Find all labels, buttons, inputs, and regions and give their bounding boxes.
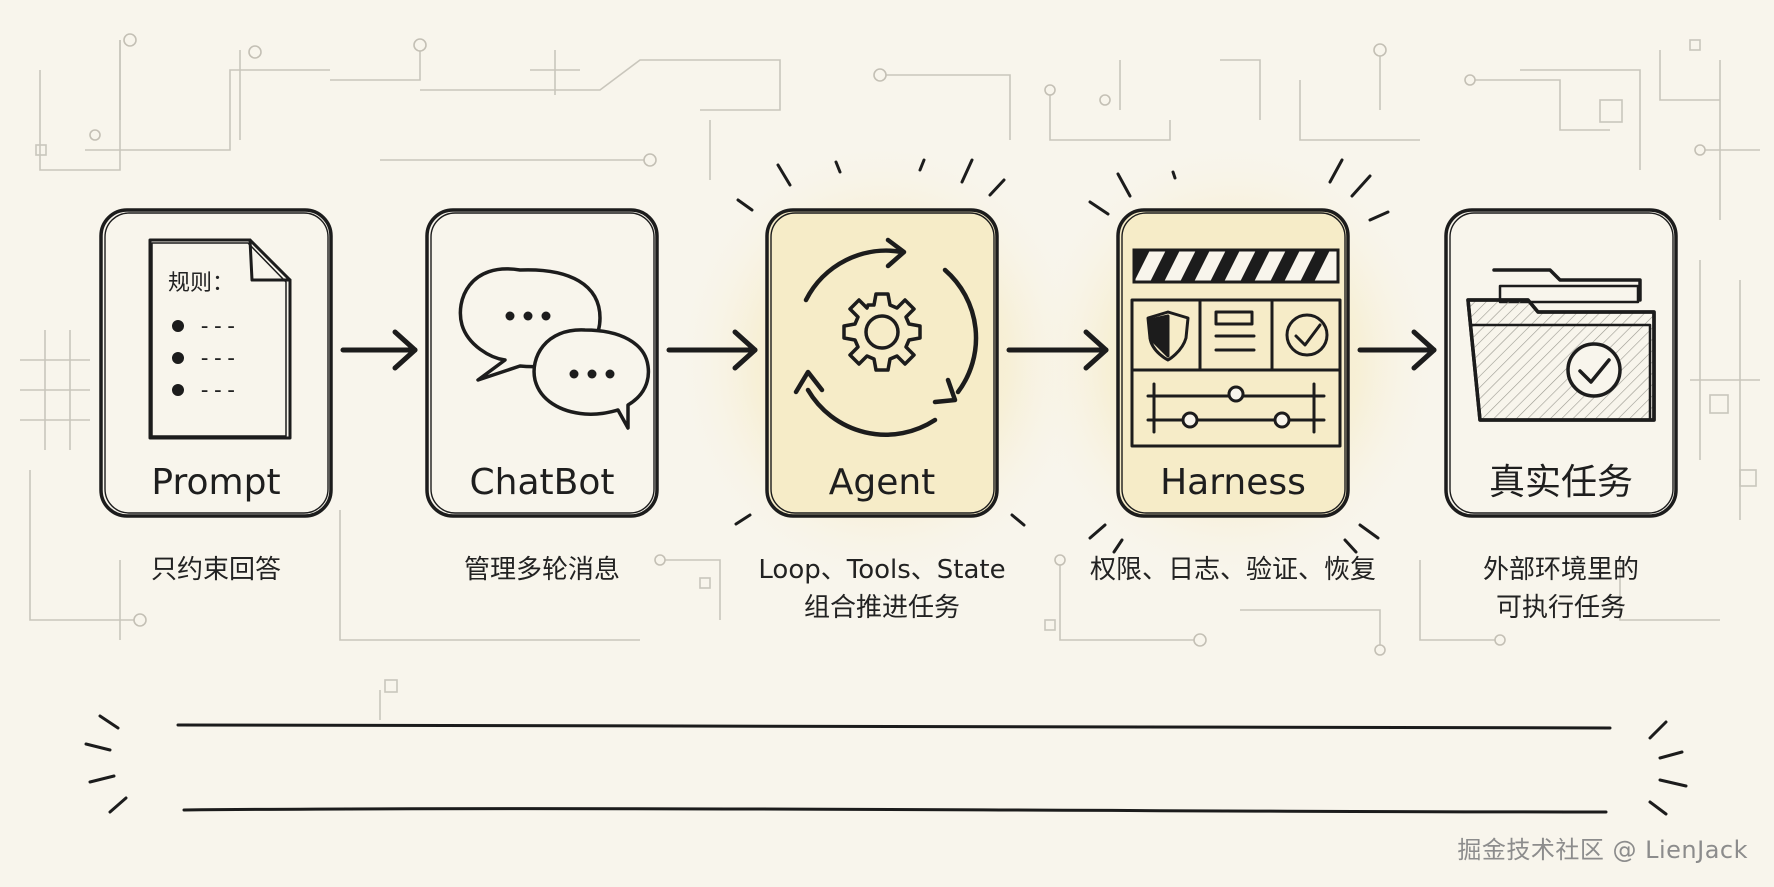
card-frame-sketch bbox=[1449, 212, 1674, 514]
agent-sparkles bbox=[734, 158, 1026, 527]
prompt-doc-bullet: --- bbox=[198, 378, 238, 403]
prompt-doc-bullet: --- bbox=[198, 346, 238, 371]
stage-desc-task: 可执行任务 bbox=[1496, 593, 1626, 623]
gear-cycle-icon bbox=[793, 237, 979, 437]
harness-sparkles bbox=[1088, 158, 1390, 554]
card-frame-sketch bbox=[1121, 212, 1346, 514]
card-frame-sketch bbox=[104, 212, 329, 514]
stage-title-agent: Agent bbox=[829, 462, 936, 503]
bottom-banner bbox=[84, 714, 1688, 816]
flow-arrow bbox=[1357, 329, 1437, 371]
stage-desc-agent: Loop、Tools、State bbox=[758, 555, 1005, 585]
card-frame-sketch bbox=[430, 212, 655, 514]
card-frame bbox=[1116, 208, 1350, 518]
stage-desc-task: 外部环境里的 bbox=[1483, 555, 1639, 585]
document-icon bbox=[148, 238, 292, 440]
flow-arrow bbox=[340, 329, 418, 371]
card-frame bbox=[765, 208, 999, 518]
stage-card-harness: Harness 权限、日志、验证、恢复 bbox=[1090, 208, 1376, 585]
stage-desc-harness: 权限、日志、验证、恢复 bbox=[1090, 555, 1376, 585]
flow-arrows bbox=[340, 329, 1437, 371]
stage-desc-agent: 组合推进任务 bbox=[804, 593, 960, 623]
chat-dots bbox=[505, 311, 615, 379]
card-frame-sketch bbox=[770, 212, 995, 514]
gear-icon bbox=[842, 292, 922, 372]
watermark: 掘金技术社区 @ LienJack bbox=[1457, 836, 1748, 864]
stage-desc-prompt: 只约束回答 bbox=[151, 555, 281, 585]
stage-desc-chatbot: 管理多轮消息 bbox=[464, 555, 620, 585]
flow-arrow bbox=[666, 329, 758, 371]
prompt-doc-bullet: --- bbox=[198, 314, 238, 339]
stage-title-prompt: Prompt bbox=[151, 462, 280, 503]
stage-title-harness: Harness bbox=[1160, 462, 1306, 503]
prompt-doc-heading: 规则： bbox=[168, 271, 234, 296]
folder-check-icon bbox=[1466, 268, 1656, 422]
stage-title-task: 真实任务 bbox=[1489, 462, 1633, 503]
chat-bubbles-icon bbox=[458, 267, 651, 430]
control-panel-icon bbox=[1130, 248, 1342, 448]
flow-arrow bbox=[1006, 329, 1109, 371]
stage-title-chatbot: ChatBot bbox=[470, 462, 615, 503]
circuit-background bbox=[20, 33, 1760, 720]
